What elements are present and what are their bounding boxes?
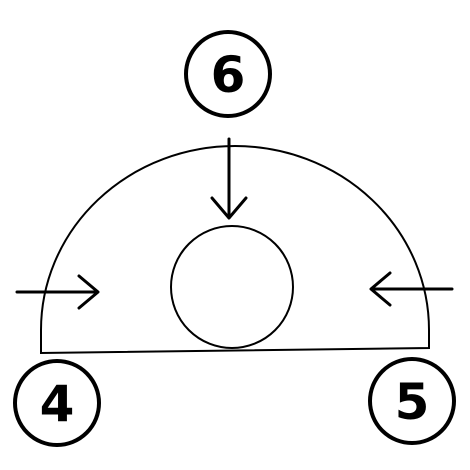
- label-bottom-right-ring: [368, 357, 456, 445]
- label-bottom-left: 4: [13, 359, 101, 447]
- inner-circle: [170, 225, 294, 349]
- label-bottom-right-text: 5: [395, 373, 430, 431]
- label-bottom-left-ring: [13, 359, 101, 447]
- label-top-text: 6: [211, 46, 246, 104]
- right-arrow: [369, 271, 454, 307]
- left-arrow: [15, 274, 100, 310]
- label-bottom-right: 5: [368, 357, 456, 445]
- semicircle-outline: [40, 145, 430, 355]
- label-top: 6: [184, 30, 272, 118]
- label-top-ring: [184, 30, 272, 118]
- label-bottom-left-text: 4: [40, 375, 75, 433]
- top-arrow: [210, 137, 248, 220]
